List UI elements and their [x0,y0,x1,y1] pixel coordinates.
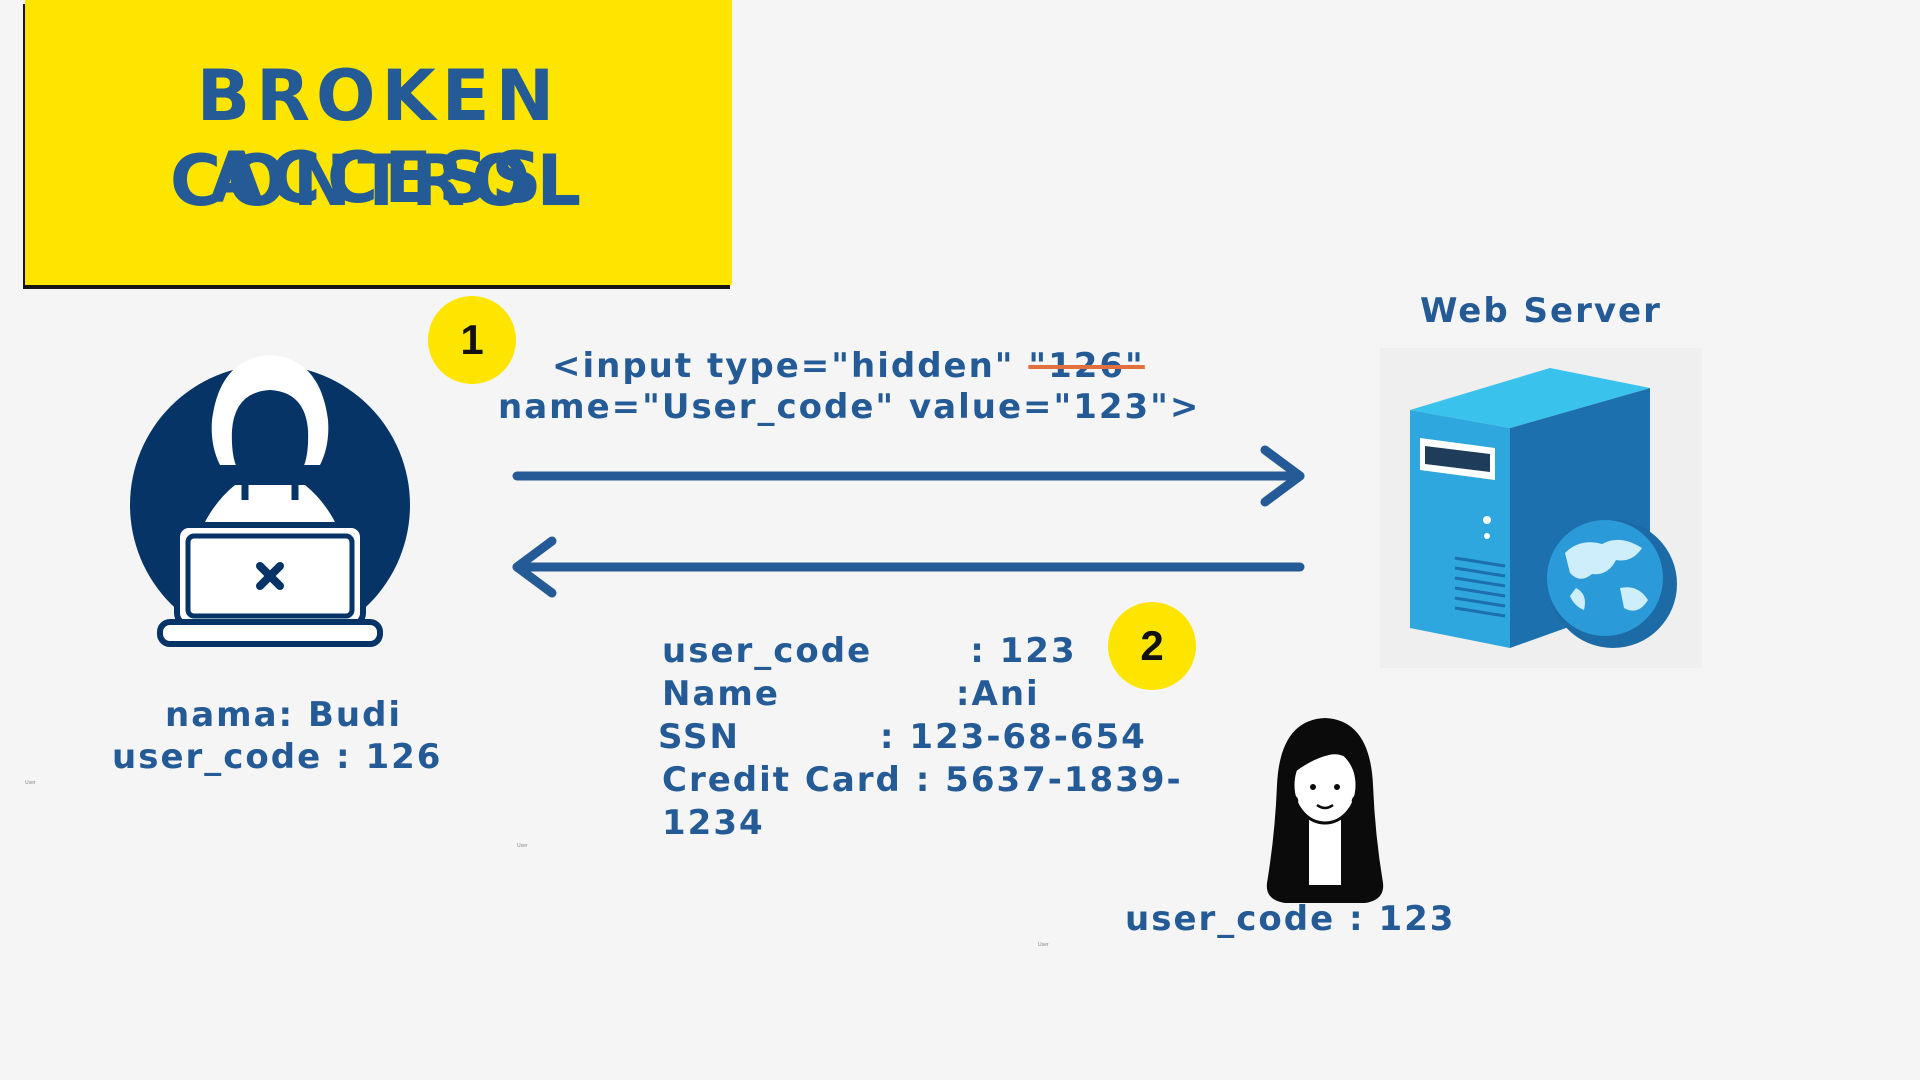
request-line-2: name="User_code" value="123"> [498,387,1201,427]
hacker-laptop-icon [130,355,410,647]
watermark-text: User [517,843,528,849]
web-server-label: Web Server [1420,291,1662,331]
response-row-credit-card: Credit Card : 5637-1839- [662,759,1183,802]
step-one-badge: 1 [428,296,516,384]
struck-user-code: "126" [1028,346,1145,386]
attacker-name: nama: Budi [165,695,403,735]
arrow-right-icon [512,445,1305,507]
response-key: user_code [662,631,873,671]
web-server-icon [1380,348,1702,668]
response-key: SSN [658,717,740,757]
response-value: 123 [999,631,1077,671]
response-row-name: Name:Ani [662,673,1040,716]
watermark-text: User [1038,942,1049,948]
response-value: 5637-1839- [945,760,1183,800]
response-value: Ani [971,674,1040,714]
attacker-code: user_code : 126 [112,737,443,777]
response-value: 123-68-654 [909,717,1147,757]
title-note: BROKEN ACCESS CONTROL [25,0,732,285]
response-sep: : [879,717,910,757]
title-line-1: BROKEN ACCESS [196,55,561,219]
response-key: Credit Card [662,760,902,800]
title-line-2: CONTROL [169,140,588,222]
response-sep: : [955,674,972,714]
globe-icon [1547,520,1677,648]
request-line-1: <input type="hidden" "126" [552,345,1145,388]
step-two-badge: 2 [1108,602,1196,690]
arrow-left-icon [512,536,1305,598]
response-sep: : [901,760,946,800]
arrows [512,445,1305,598]
victim-code: user_code : 123 [1125,899,1456,939]
response-row-user-code: user_code: 123 [662,630,1077,673]
watermark-text: User [25,780,36,786]
woman-avatar-icon [1266,718,1384,903]
response-credit-card-wrap: 1234 [662,803,765,843]
response-key: Name [662,674,780,714]
response-row-ssn: SSN: 123-68-654 [658,716,1147,759]
request-prefix: <input type="hidden" [552,346,1029,386]
response-sep: : [970,631,1000,671]
